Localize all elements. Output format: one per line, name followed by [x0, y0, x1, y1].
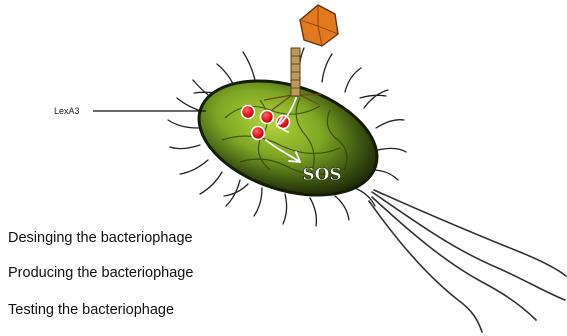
step-testing: Testing the bacteriophage: [8, 302, 174, 318]
protein-dot: [252, 127, 265, 140]
step-designing: Desinging the bacteriophage: [8, 230, 193, 246]
bacterium-cell: [184, 60, 391, 216]
protein-dot: [261, 111, 274, 124]
flagella: [369, 190, 566, 332]
protein-dot: [242, 106, 255, 119]
step-producing: Producing the bacteriophage: [8, 265, 193, 281]
lexa3-label: LexA3: [54, 106, 80, 116]
sos-label: SOS: [302, 165, 341, 185]
